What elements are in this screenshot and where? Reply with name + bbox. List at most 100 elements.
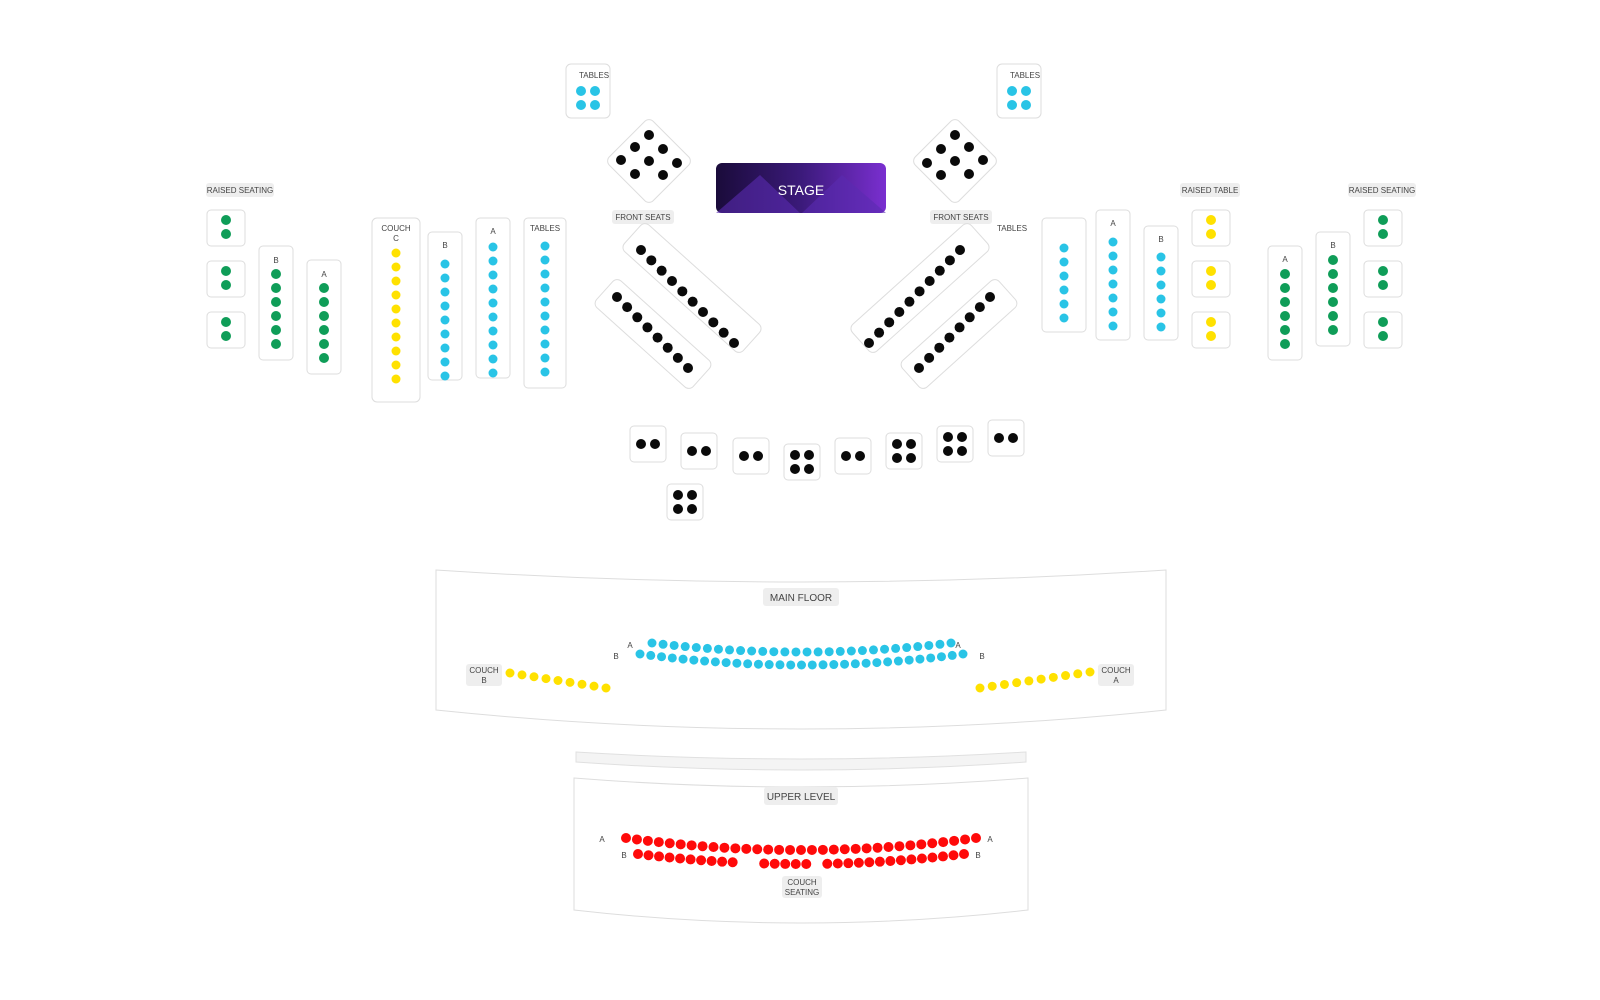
seat[interactable] — [1007, 86, 1017, 96]
seat[interactable] — [861, 843, 872, 854]
seat[interactable] — [1378, 215, 1388, 225]
seat[interactable] — [590, 100, 600, 110]
seat[interactable] — [913, 642, 923, 652]
raised-seat-box[interactable] — [1363, 311, 1403, 349]
seat[interactable] — [957, 446, 967, 456]
seat[interactable] — [739, 451, 749, 461]
seat[interactable] — [1206, 215, 1216, 225]
top-table-right[interactable]: TABLES — [996, 63, 1042, 119]
seat[interactable] — [1378, 280, 1388, 290]
seat[interactable] — [1378, 266, 1388, 276]
seat[interactable] — [488, 270, 498, 280]
seat[interactable] — [835, 646, 845, 656]
raised-seat-box[interactable] — [206, 311, 246, 349]
seat[interactable] — [440, 329, 450, 339]
seat[interactable] — [840, 659, 850, 669]
seat[interactable] — [797, 660, 806, 670]
seat[interactable] — [391, 248, 401, 258]
seat[interactable] — [915, 654, 925, 664]
seat[interactable] — [683, 363, 693, 373]
seat[interactable] — [813, 647, 823, 657]
seat[interactable] — [846, 646, 856, 656]
seat[interactable] — [752, 844, 763, 855]
seat[interactable] — [630, 169, 640, 179]
seat[interactable] — [565, 677, 575, 687]
seat[interactable] — [271, 311, 281, 321]
seat[interactable] — [955, 245, 965, 255]
seat[interactable] — [1328, 325, 1338, 335]
seat[interactable] — [948, 850, 959, 861]
seat[interactable] — [686, 840, 697, 851]
seat[interactable] — [221, 280, 231, 290]
seat[interactable] — [850, 843, 861, 854]
seat[interactable] — [710, 657, 720, 667]
seat[interactable] — [802, 647, 812, 657]
seat[interactable] — [658, 639, 668, 649]
seat[interactable] — [631, 834, 642, 845]
seat[interactable] — [488, 326, 498, 336]
seat[interactable] — [790, 464, 800, 474]
left-row-a[interactable] — [475, 217, 511, 379]
seat[interactable] — [612, 292, 622, 302]
seat[interactable] — [959, 849, 969, 859]
seat[interactable] — [960, 834, 971, 845]
seat[interactable] — [391, 262, 401, 272]
seat[interactable] — [1280, 283, 1290, 293]
seat[interactable] — [717, 856, 728, 867]
seat[interactable] — [1085, 667, 1095, 677]
seat[interactable] — [1007, 100, 1017, 110]
seat[interactable] — [1012, 678, 1022, 688]
seat[interactable] — [440, 357, 450, 367]
seat[interactable] — [818, 660, 828, 670]
floor-table-box[interactable] — [936, 425, 974, 463]
seat[interactable] — [1059, 257, 1069, 267]
seat[interactable] — [994, 433, 1004, 443]
seat[interactable] — [874, 856, 885, 867]
seat[interactable] — [936, 144, 946, 154]
seat[interactable] — [892, 453, 902, 463]
seat[interactable] — [1206, 317, 1216, 327]
floor-table-box[interactable] — [732, 437, 770, 475]
seat[interactable] — [936, 170, 946, 180]
seat[interactable] — [673, 504, 683, 514]
seat[interactable] — [804, 464, 814, 474]
seat[interactable] — [577, 679, 587, 689]
seat[interactable] — [488, 256, 498, 266]
seat[interactable] — [1280, 311, 1290, 321]
seat[interactable] — [753, 451, 763, 461]
seat[interactable] — [1280, 269, 1290, 279]
seat[interactable] — [691, 643, 701, 653]
seat[interactable] — [590, 86, 600, 96]
seat[interactable] — [1108, 251, 1118, 261]
seat[interactable] — [517, 670, 527, 680]
seat[interactable] — [673, 490, 683, 500]
seat[interactable] — [938, 837, 949, 848]
seat[interactable] — [488, 284, 498, 294]
seat[interactable] — [1008, 433, 1018, 443]
seat[interactable] — [221, 317, 231, 327]
seat[interactable] — [774, 844, 785, 855]
seat[interactable] — [540, 269, 550, 279]
floor-table-box[interactable] — [834, 437, 872, 475]
seat[interactable] — [944, 255, 955, 266]
seat[interactable] — [713, 644, 723, 654]
seat[interactable] — [806, 844, 817, 855]
seat[interactable] — [926, 653, 936, 663]
seat[interactable] — [644, 156, 654, 166]
seat[interactable] — [864, 338, 874, 348]
seat[interactable] — [271, 325, 281, 335]
seat[interactable] — [391, 332, 401, 342]
seat[interactable] — [883, 657, 893, 667]
seat[interactable] — [1280, 297, 1290, 307]
seat[interactable] — [985, 292, 995, 302]
seat[interactable] — [914, 363, 924, 373]
seat[interactable] — [271, 283, 281, 293]
floor-table-box[interactable] — [666, 483, 704, 521]
seat[interactable] — [622, 302, 633, 313]
seat[interactable] — [221, 229, 231, 239]
seat[interactable] — [892, 439, 902, 449]
seat[interactable] — [964, 312, 975, 323]
seat[interactable] — [936, 652, 946, 662]
seat[interactable] — [540, 255, 550, 265]
seat[interactable] — [576, 86, 586, 96]
